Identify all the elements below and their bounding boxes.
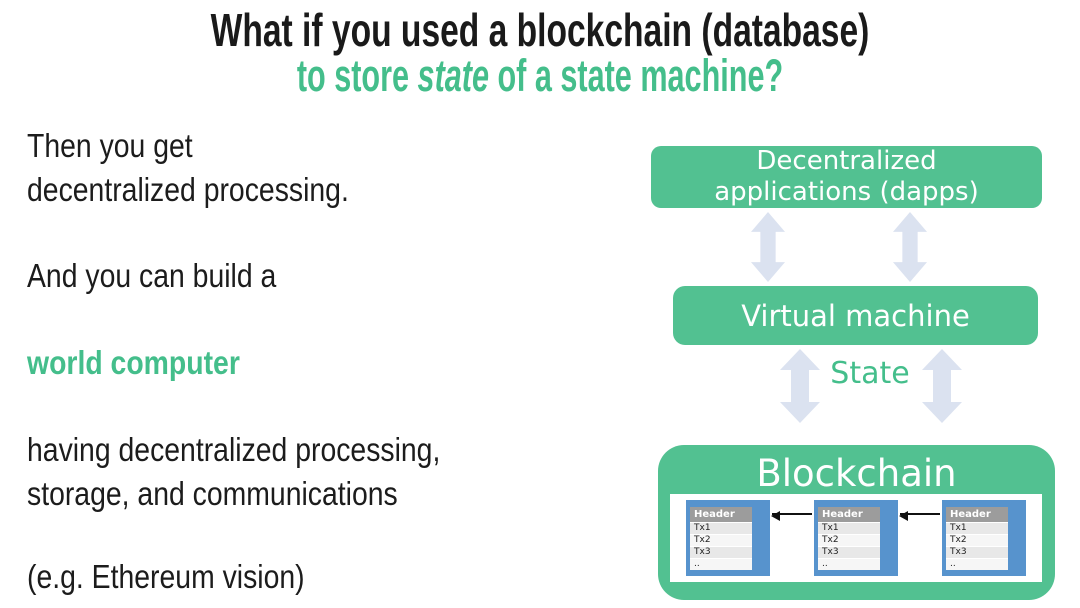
paragraph-then-you-get: Then you get decentralized processing. [27, 124, 349, 212]
block-tx-row: Tx1 [946, 522, 1008, 534]
chain-link-arrow-icon [899, 511, 940, 521]
paragraph-ethereum-vision: (e.g. Ethereum vision) [27, 558, 305, 595]
block-tx-row: Tx1 [690, 522, 752, 534]
world-computer-highlight: world computer [27, 344, 240, 381]
text-line: having decentralized processing, [27, 431, 441, 468]
double-arrow-icon [922, 349, 962, 423]
double-arrow-icon [893, 212, 927, 282]
arrowhead-left-icon [771, 511, 780, 521]
slide-title-line1: What if you used a blockchain (database) [210, 4, 870, 56]
block-tx-row: Tx2 [818, 534, 880, 546]
block-tx-row: .. [946, 558, 1008, 570]
block-3: Header Tx1 Tx2 Tx3 .. [942, 500, 1026, 576]
arrowhead-left-icon [899, 511, 908, 521]
block-tx-row: Tx1 [818, 522, 880, 534]
block-2: Header Tx1 Tx2 Tx3 .. [814, 500, 898, 576]
dapps-box: Decentralized applications (dapps) [651, 146, 1042, 208]
block-table: Header Tx1 Tx2 Tx3 .. [946, 507, 1008, 570]
dapps-label-line1: Decentralized [756, 146, 937, 176]
block-tx-row: Tx2 [946, 534, 1008, 546]
block-tx-row: .. [690, 558, 752, 570]
block-tx-row: Tx2 [690, 534, 752, 546]
text-line: Then you get [27, 127, 193, 164]
text-line: decentralized processing. [27, 171, 349, 208]
text-line: storage, and communications [27, 475, 398, 512]
slide-title-line2: to store state of a state machine? [173, 50, 907, 102]
paragraph-having-decentralized: having decentralized processing, storage… [27, 428, 440, 516]
blockchain-label: Blockchain [756, 452, 957, 495]
paragraph-and-you-can-build: And you can build a [27, 257, 277, 294]
subtitle-emphasis-state: state [417, 50, 489, 101]
block-tx-row: Tx3 [818, 546, 880, 558]
virtual-machine-box: Virtual machine [673, 286, 1038, 345]
subtitle-suffix: of a state machine? [488, 50, 784, 101]
double-arrow-icon [751, 212, 785, 282]
double-arrow-icon [780, 349, 820, 423]
block-tx-row: Tx3 [946, 546, 1008, 558]
block-header-cell: Header [946, 507, 1008, 522]
block-table: Header Tx1 Tx2 Tx3 .. [818, 507, 880, 570]
dapps-label-line2: applications (dapps) [714, 177, 979, 207]
subtitle-prefix: to store [296, 50, 418, 101]
block-header-cell: Header [690, 507, 752, 522]
block-1: Header Tx1 Tx2 Tx3 .. [686, 500, 770, 576]
block-table: Header Tx1 Tx2 Tx3 .. [690, 507, 752, 570]
block-tx-row: .. [818, 558, 880, 570]
block-header-cell: Header [818, 507, 880, 522]
chain-link-arrow-icon [771, 511, 812, 521]
state-label: State [830, 356, 910, 391]
block-tx-row: Tx3 [690, 546, 752, 558]
